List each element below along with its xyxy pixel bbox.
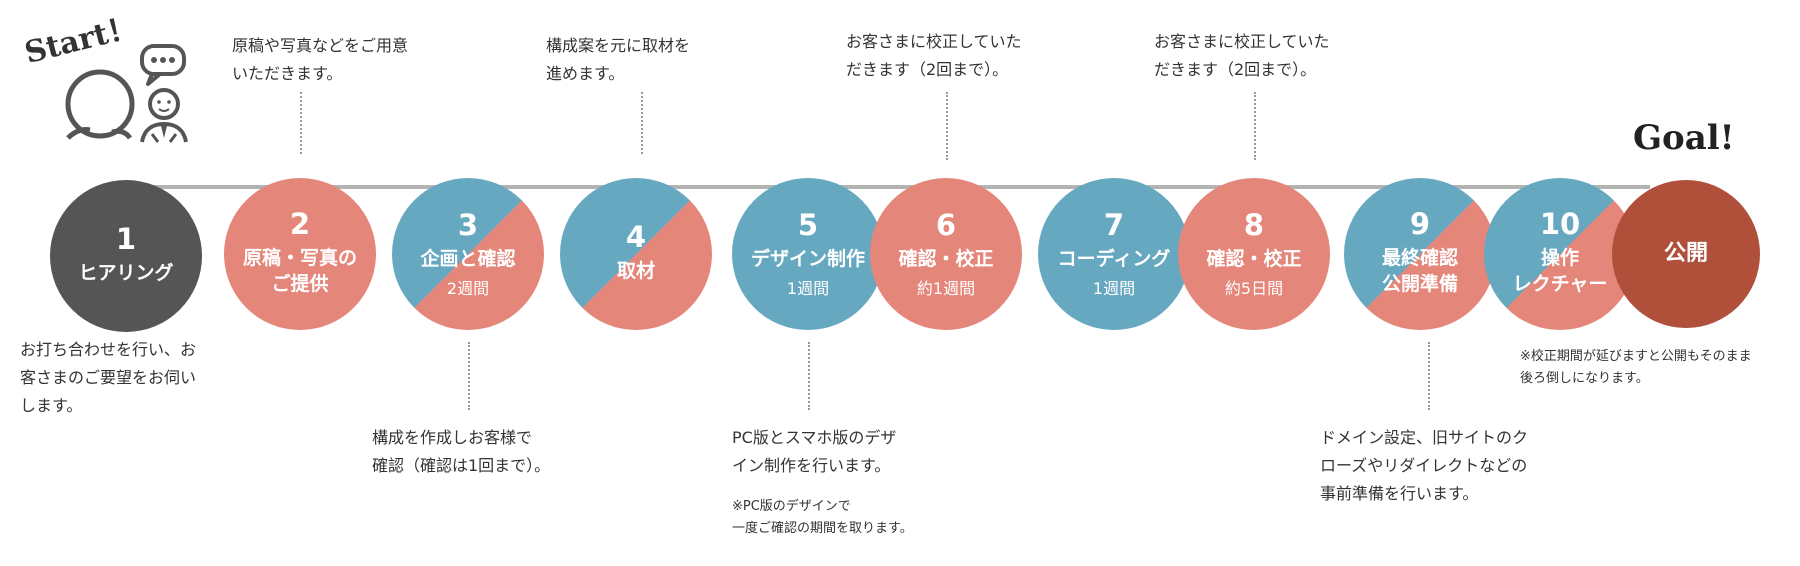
- step-circle-6: 6 確認・校正 約1週間: [870, 178, 1022, 330]
- step-number: 7: [1103, 208, 1125, 243]
- people-icon: [65, 44, 188, 143]
- step-label-line2: ご提供: [271, 273, 329, 295]
- step-circle-8: 8 確認・校正 約5日間: [1178, 178, 1330, 330]
- step-label: デザイン制作: [750, 248, 865, 271]
- step-duration: 2週間: [446, 278, 490, 298]
- timeline-line: [120, 185, 1650, 189]
- note-line: します。: [20, 396, 83, 415]
- step-circle-4: 4 取材: [560, 178, 712, 330]
- note-line: 原稿や写真などをご用意: [232, 36, 409, 55]
- step-label: 最終確認: [1381, 247, 1458, 270]
- step-label: 確認・校正: [1206, 248, 1302, 271]
- connector-3: [468, 342, 470, 410]
- step-circle-2: 2 原稿・写真の ご提供: [224, 178, 376, 330]
- note-line: 事前準備を行います。: [1320, 484, 1479, 503]
- connector-2: [300, 92, 302, 154]
- step-number: 2: [289, 207, 311, 242]
- note-line: イン制作を行います。: [732, 456, 891, 475]
- note-line: 一度ご確認の期間を取ります。: [732, 521, 913, 537]
- step-label-line2: レクチャー: [1512, 273, 1608, 295]
- step-label: コーディング: [1057, 248, 1171, 271]
- step-number: 8: [1243, 208, 1265, 243]
- goal-circle-label: 公開: [1663, 241, 1708, 267]
- note-line: 進めます。: [546, 64, 625, 83]
- note-line: 客さまのご要望をお伺い: [20, 368, 197, 387]
- step-number: 10: [1539, 207, 1581, 242]
- note-step-2: 原稿や写真などをご用意 いただきます。: [232, 32, 408, 88]
- note-step-9: ドメイン設定、旧サイトのク ローズやリダイレクトなどの 事前準備を行います。: [1320, 424, 1528, 508]
- step-label: 企画と確認: [420, 248, 516, 271]
- note-line: いただきます。: [232, 64, 343, 83]
- note-line: PC版とスマホ版のデザ: [732, 428, 897, 447]
- connector-8: [1254, 92, 1256, 160]
- note-line: 構成案を元に取材を: [546, 36, 691, 55]
- step-circle-7: 7 コーディング 1週間: [1038, 178, 1190, 330]
- note-line: ※校正期間が延びますと公開もそのまま: [1520, 349, 1752, 364]
- step-label-line2: 公開準備: [1381, 273, 1458, 295]
- note-line: ドメイン設定、旧サイトのク: [1320, 428, 1529, 447]
- step-circle-3: 3 企画と確認 2週間: [392, 178, 544, 330]
- step-label: 原稿・写真の: [242, 247, 357, 270]
- step-label: 取材: [616, 260, 655, 283]
- connector-4: [641, 92, 643, 154]
- note-step-4: 構成案を元に取材を 進めます。: [546, 32, 690, 88]
- step-number: 3: [457, 208, 479, 243]
- note-line: ローズやリダイレクトなどの: [1320, 456, 1528, 475]
- step-number: 5: [797, 208, 819, 243]
- note-step-1: お打ち合わせを行い、お 客さまのご要望をお伺い します。: [20, 336, 196, 420]
- note-step-5: PC版とスマホ版のデザ イン制作を行います。: [732, 424, 896, 480]
- step-number: 6: [935, 208, 957, 243]
- note-line: 確認（確認は1回まで）。: [372, 456, 551, 475]
- note-line: 構成を作成しお客様で: [372, 428, 533, 447]
- goal-circle: 公開: [1612, 180, 1760, 328]
- step-circle-9: 9 最終確認 公開準備: [1344, 178, 1496, 330]
- connector-5: [808, 342, 810, 410]
- note-line: お客さまに校正していた: [1154, 32, 1330, 51]
- note-step-6: お客さまに校正していた だきます（2回まで）。: [846, 28, 1022, 84]
- note-line: お打ち合わせを行い、お: [20, 340, 197, 359]
- note-step-5-sub: ※PC版のデザインで 一度ご確認の期間を取ります。: [732, 496, 913, 540]
- note-step-8: お客さまに校正していた だきます（2回まで）。: [1154, 28, 1330, 84]
- step-duration: 約5日間: [1224, 278, 1284, 298]
- note-line: お客さまに校正していた: [846, 32, 1022, 51]
- step-duration: 1週間: [786, 278, 830, 298]
- step-circle-1: 1 ヒアリング: [50, 180, 202, 332]
- speech-bubble-icon: [140, 44, 186, 86]
- step-label: ヒアリング: [78, 262, 174, 285]
- note-goal: ※校正期間が延びますと公開もそのまま 後ろ倒しになります。: [1520, 346, 1752, 390]
- step-circle-10: 10 操作 レクチャー: [1484, 178, 1636, 330]
- note-line: だきます（2回まで）。: [846, 60, 1009, 79]
- step-circle-5: 5 デザイン制作 1週間: [732, 178, 884, 330]
- step-number: 9: [1409, 207, 1431, 242]
- connector-9: [1428, 342, 1430, 410]
- step-duration: 1週間: [1092, 278, 1136, 298]
- connector-6: [946, 92, 948, 160]
- goal-label: Goal!: [1633, 118, 1735, 158]
- note-line: ※PC版のデザインで: [732, 499, 851, 514]
- step-duration: 約1週間: [916, 278, 976, 298]
- step-number: 1: [115, 222, 137, 257]
- note-line: だきます（2回まで）。: [1154, 60, 1317, 79]
- note-line: 後ろ倒しになります。: [1520, 371, 1649, 387]
- step-label: 操作: [1540, 247, 1579, 270]
- note-step-3: 構成を作成しお客様で 確認（確認は1回まで）。: [372, 424, 550, 480]
- step-number: 4: [625, 220, 647, 255]
- step-label: 確認・校正: [898, 248, 994, 271]
